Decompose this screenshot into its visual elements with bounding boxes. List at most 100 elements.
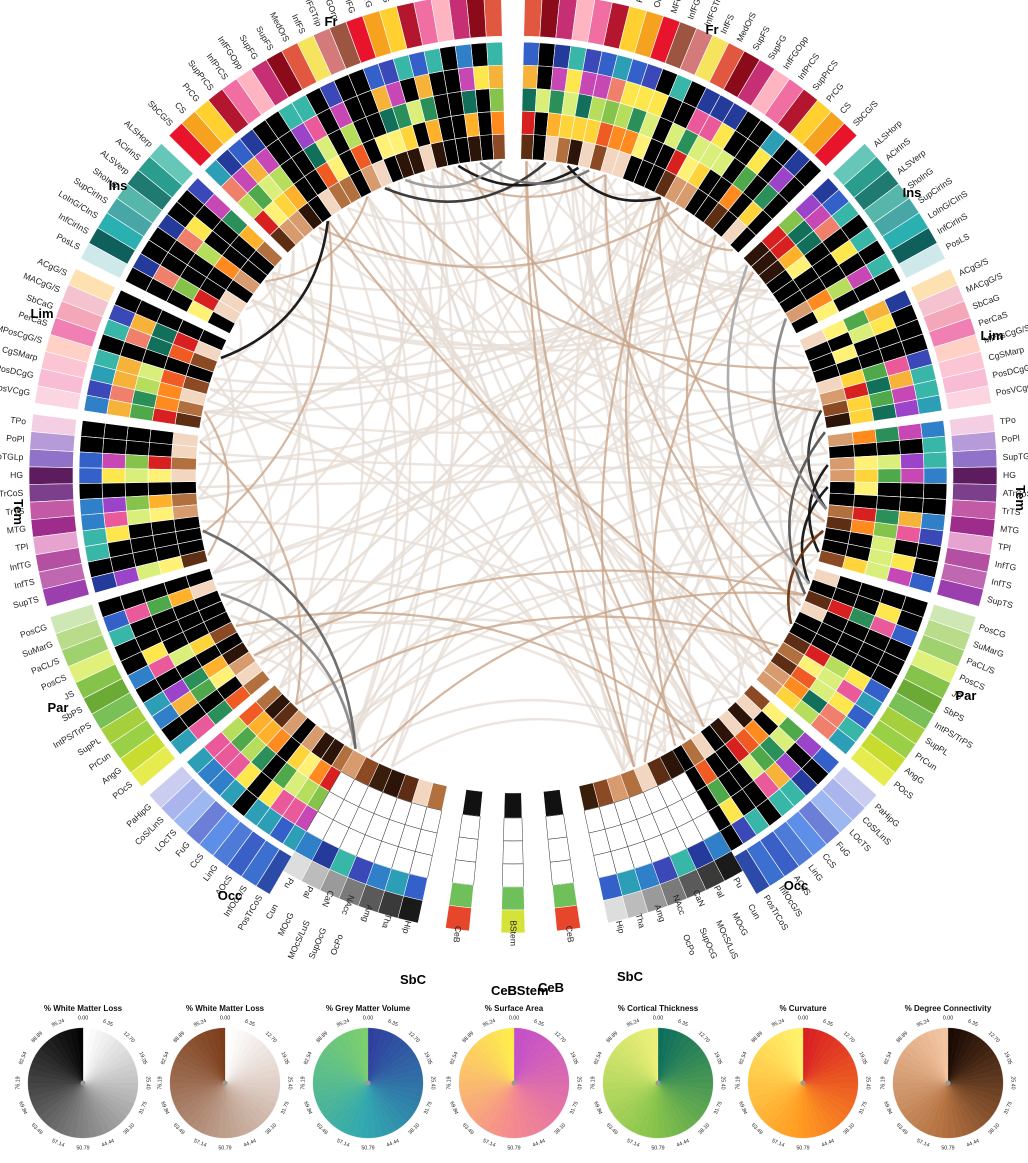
region-swatch-left-SbCaG: [55, 300, 104, 333]
connection-chord: [384, 161, 547, 203]
lobe-label-lim-left: Lim: [30, 306, 53, 321]
ring-2-right-TPo: [874, 425, 900, 443]
region-swatch-left-HG: [28, 466, 74, 485]
connection-chord: [726, 264, 810, 585]
connection-chord: [370, 591, 805, 758]
region-swatch-right-PosLS: [898, 242, 946, 279]
legend-tick-label: 69.84: [737, 1101, 748, 1116]
ring-4-left-SupFG: [277, 102, 304, 131]
region-swatch-left-SuMarG: [55, 619, 103, 651]
region-label-right: HG: [1003, 470, 1016, 480]
region-label-right: ACgG/S: [957, 256, 990, 278]
region-label-left: PosVCgG: [0, 381, 31, 397]
legend-tick-label: 88.89: [316, 1030, 330, 1044]
ring-0-right-PoPl: [828, 444, 855, 459]
ring-4-left-InfCirInS: [132, 252, 161, 279]
legend-tick-label: 38.10: [264, 1122, 278, 1136]
region-label-right: JS: [950, 688, 964, 702]
region-swatch-left-InfPrCS: [221, 78, 263, 125]
ring-4-left-CcS: [231, 788, 259, 817]
region-swatch-left-PaHipG: [148, 765, 194, 809]
legend-tick-label: 44.44: [386, 1138, 401, 1149]
ring-3-right-TrTS: [899, 496, 924, 514]
ring-4-left-LOcTS: [207, 768, 236, 797]
ring-4-left-TPl: [82, 527, 108, 547]
legend-tick-label: 95.24: [51, 1018, 66, 1029]
connection-chord: [241, 620, 686, 741]
region-label-left: CgSMarp: [1, 344, 39, 362]
region-swatch-left-LinG: [212, 820, 254, 867]
legend-tick-label: 12.70: [122, 1031, 136, 1045]
ring-4-left-InfTS: [87, 557, 114, 579]
legend-slice: [217, 1027, 226, 1084]
ring-4-left-PosVCgG: [83, 394, 110, 415]
region-swatch-left-OrS: [396, 1, 423, 50]
ring-4-right-PosLS: [872, 266, 902, 292]
connection-chord: [525, 160, 768, 292]
region-label-right: SbCG/S: [851, 98, 880, 128]
region-swatch-right-SupTGLp: [952, 448, 998, 468]
legend-slice: [940, 1027, 949, 1084]
ring-4-right-PosVCgG: [916, 394, 943, 415]
region-swatch-left-MTG: [30, 515, 77, 538]
ring-1-right-PoPl: [853, 442, 878, 458]
connection-chord: [202, 529, 357, 749]
region-swatch-left-PoPl: [29, 431, 76, 452]
legend-tick-label: 19.05: [279, 1051, 290, 1066]
region-label-right: InfTG: [994, 559, 1017, 573]
ring-4-left-POcS: [169, 727, 199, 756]
region-swatch-left-TrFPoG/S: [483, 0, 503, 38]
ring-2-left-SupTGLp: [124, 454, 149, 470]
legend-tick-label: 50.79: [361, 1145, 374, 1151]
legend-tick-label: 0.00: [943, 1015, 953, 1021]
ring-1-right-FMarG/S: [533, 111, 549, 136]
legend-tick-label: 88.89: [31, 1030, 45, 1044]
region-swatch-left-SupFS: [265, 50, 303, 98]
legend-center-dot: [800, 1080, 806, 1086]
ring-3-left-HG: [101, 467, 126, 484]
region-swatch-left-SupPL: [100, 705, 148, 745]
ring-3-left-TrTS: [102, 496, 127, 514]
ring-4-left-IntPS/TrPS: [134, 677, 164, 704]
region-swatch-right-HG: [952, 466, 998, 485]
connection-chord: [197, 422, 212, 488]
legend-center-dot: [511, 1080, 517, 1086]
connection-chord: [230, 614, 306, 713]
connection-chord: [198, 480, 828, 489]
connection-chord: [498, 161, 705, 728]
region-swatch-left-ACirInS: [137, 156, 183, 199]
legend-wheel-1: % White Matter Loss0.006.3512.7019.0525.…: [157, 1004, 292, 1151]
legend-title: % Cortical Thickness: [618, 1004, 699, 1013]
legend-tick-label: 38.10: [407, 1122, 421, 1136]
center-segment-0-1: [545, 813, 568, 840]
region-label-right: SupTGLp: [1002, 451, 1028, 462]
connection-chord: [264, 271, 754, 334]
ring-3-left-TPo: [103, 423, 129, 441]
legend-tick-label: 0.00: [78, 1015, 88, 1021]
connection-chord: [253, 399, 820, 657]
ring-2-left-TrFPoG/S: [489, 87, 505, 112]
legend-tick-label: 57.14: [193, 1138, 208, 1149]
connection-chord: [246, 190, 650, 647]
connection-chord: [206, 319, 243, 402]
legend-wheel-6: % Degree Connectivity0.006.3512.7019.052…: [880, 1004, 1015, 1151]
connection-chord: [643, 421, 825, 763]
legend-tick-label: 50.79: [76, 1145, 89, 1151]
connection-chord: [220, 221, 330, 360]
legend-tick-label: 57.14: [626, 1138, 641, 1149]
region-swatch-left-CcS: [198, 810, 241, 857]
legend-tick-label: 31.75: [138, 1101, 149, 1116]
region-label-right: FuG: [834, 839, 853, 858]
connection-chord: [624, 196, 705, 728]
region-swatch-right-SbCG/S: [813, 122, 858, 167]
ring-0-left-SupTGLp: [170, 456, 197, 471]
legend-tick-label: 57.14: [336, 1138, 351, 1149]
legend-slice: [795, 1027, 804, 1084]
region-label-right: ATrCoS: [1003, 488, 1028, 499]
legend-tick-label: 25.40: [1010, 1076, 1016, 1089]
region-label-right: InfTS: [990, 576, 1012, 590]
connection-chord: [622, 399, 820, 771]
ring-4-left-LOrS: [439, 45, 459, 72]
legend-tick-label: 50.79: [218, 1145, 231, 1151]
ring-2-right-TrTS: [876, 495, 901, 512]
